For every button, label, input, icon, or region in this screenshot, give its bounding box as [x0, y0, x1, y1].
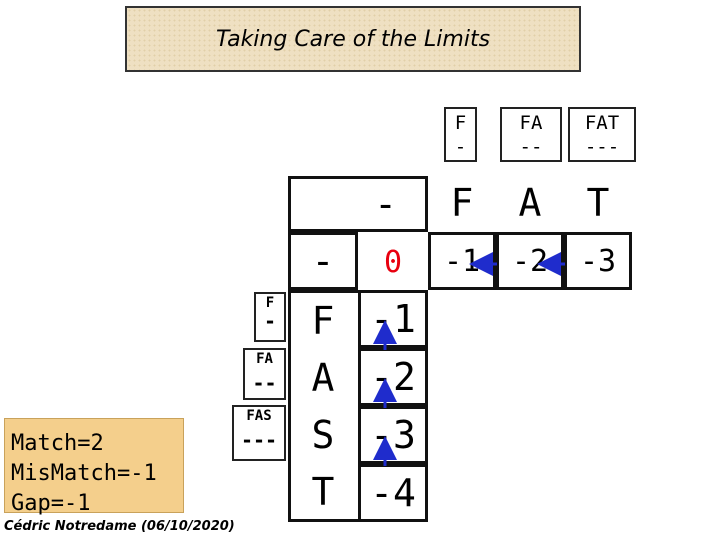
row-prefix-2-gaps: --: [252, 371, 277, 395]
origin-cell: 0: [358, 234, 428, 290]
slide-title-text: Taking Care of the Limits: [215, 26, 491, 52]
col-prefix-1-label: F: [454, 112, 467, 134]
first-row-cell-3: -3: [564, 232, 632, 290]
first-col-value-4: -4: [370, 471, 416, 515]
top-gap-symbol: -: [374, 182, 397, 226]
score-mismatch: MisMatch=-1: [11, 461, 157, 486]
top-letter-2: A: [518, 181, 542, 225]
col-prefix-2: FA --: [500, 107, 562, 162]
left-letter-2: A: [311, 356, 335, 400]
row-prefix-2-label: FA: [256, 351, 273, 367]
score-parameters: Match=2 MisMatch=-1 Gap=-1: [4, 418, 184, 516]
row-prefix-3-label: FAS: [246, 408, 272, 424]
row-prefix-2: FA --: [243, 348, 286, 400]
left-letter-3: S: [311, 413, 335, 457]
left-letter-4: T: [311, 470, 335, 514]
col-prefix-3-gaps: ---: [584, 136, 620, 158]
row-prefix-3-gaps: ---: [240, 428, 278, 452]
score-gap: Gap=-1: [11, 491, 91, 516]
top-letter-1: F: [450, 181, 474, 225]
top-letter-3: T: [586, 181, 610, 225]
top-gap-header-cell: -: [288, 176, 428, 232]
first-row-value-3: -3: [579, 243, 617, 279]
row-prefix-3: FAS ---: [232, 405, 286, 461]
left-letter-1: F: [311, 299, 335, 343]
left-gap-symbol: -: [311, 239, 335, 283]
slide-title: Taking Care of the Limits: [125, 6, 581, 72]
origin-value: 0: [383, 244, 403, 280]
row-prefix-1-label: F: [265, 295, 275, 311]
col-prefix-2-gaps: --: [519, 136, 543, 158]
left-gap-header-cell: -: [288, 232, 358, 290]
left-sequence-column: [288, 290, 358, 522]
col-prefix-3-label: FAT: [584, 112, 620, 134]
row-prefix-1-gaps: -: [263, 309, 277, 333]
row-prefix-1: F -: [254, 292, 286, 342]
col-prefix-2-label: FA: [519, 112, 543, 134]
score-match: Match=2: [11, 431, 104, 456]
col-prefix-1: F -: [444, 107, 477, 162]
first-col-cell-4: -4: [358, 464, 428, 522]
col-prefix-1-gaps: -: [454, 136, 467, 158]
col-prefix-3: FAT ---: [568, 107, 636, 162]
footer-credit: Cédric Notredame (06/10/2020): [4, 519, 235, 534]
